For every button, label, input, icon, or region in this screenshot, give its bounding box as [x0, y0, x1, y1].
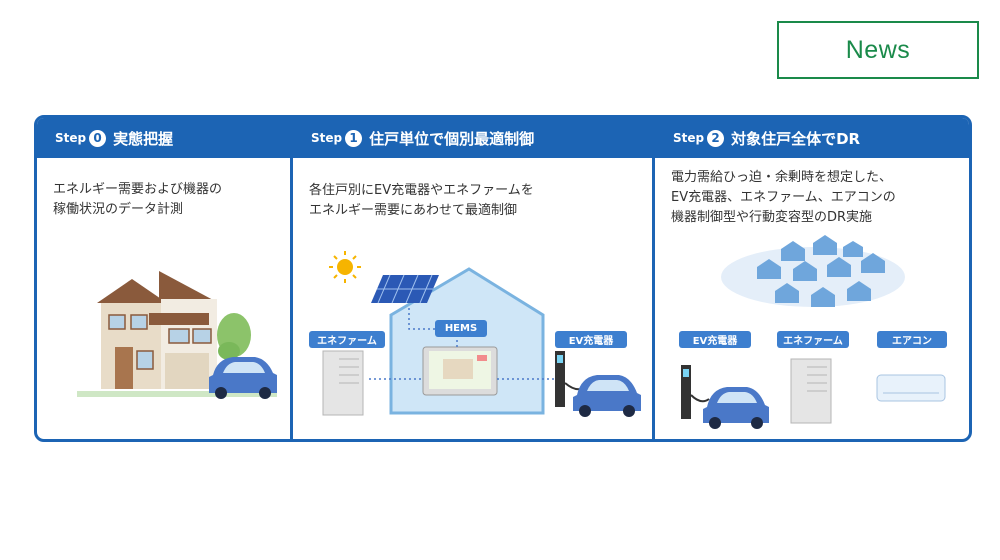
aircon-tag: エアコン — [877, 331, 947, 348]
hems-tag: HEMS — [435, 320, 487, 337]
enefarm-tag: エネファーム — [309, 331, 385, 348]
car-icon — [703, 387, 769, 429]
step-heading: 住戸単位で個別最適制御 — [369, 129, 535, 148]
step-heading: 実態把握 — [113, 129, 174, 148]
description-line: 各住戸別にEV充電器やエネファームを — [309, 183, 534, 198]
ev-charger-tag: EV充電器 — [679, 331, 751, 348]
hems-house-illustration — [322, 251, 641, 417]
steps-header-bar — [37, 118, 969, 158]
step-word: Step — [311, 131, 343, 145]
step-0-description: エネルギー需要および機器の 稼働状況のデータ計測 — [53, 180, 222, 220]
step-number-badge: 0 — [89, 129, 107, 147]
enefarm-tag: エネファーム — [777, 331, 849, 348]
house-icon — [97, 271, 217, 389]
dr-illustration — [681, 235, 946, 429]
description-line: 電力需給ひっ迫・余剰時を想定した、 — [671, 170, 893, 185]
step-0-title: Step 0 実態把握 — [55, 118, 173, 158]
dr-steps-diagram: Step 0 実態把握 エネルギー需要および機器の 稼働状況のデータ計測 — [34, 115, 972, 442]
step-word: Step — [55, 131, 87, 145]
step-1-panel: Step 1 住戸単位で個別最適制御 各住戸別にEV充電器やエネファームを エネ… — [290, 118, 652, 439]
description-line: エネルギー需要にあわせて最適制御 — [309, 203, 518, 218]
enefarm-unit-icon — [790, 358, 832, 424]
car-icon — [209, 357, 277, 399]
step-0-panel: Step 0 実態把握 エネルギー需要および機器の 稼働状況のデータ計測 — [37, 118, 290, 439]
air-conditioner-icon — [876, 374, 946, 402]
hems-monitor-icon — [422, 346, 498, 396]
step-number-badge: 2 — [707, 129, 725, 147]
step-2-description: 電力需給ひっ迫・余剰時を想定した、 EV充電器、エネファーム、エアコンの 機器制… — [671, 168, 896, 228]
detached-house-illustration — [77, 271, 277, 399]
solar-panel-icon — [371, 274, 439, 304]
sun-icon — [329, 251, 361, 283]
step-word: Step — [673, 131, 705, 145]
step-2-title: Step 2 対象住戸全体でDR — [673, 118, 860, 158]
description-line: EV充電器、エネファーム、エアコンの — [671, 190, 896, 205]
step-1-title: Step 1 住戸単位で個別最適制御 — [311, 118, 534, 158]
ev-charger-icon — [681, 365, 710, 419]
step-number-badge: 1 — [345, 129, 363, 147]
news-button[interactable]: News — [777, 21, 979, 79]
description-line: 機器制御型や行動変容型のDR実施 — [671, 210, 873, 225]
description-line: 稼働状況のデータ計測 — [53, 202, 184, 217]
step-2-panel: Step 2 対象住戸全体でDR 電力需給ひっ迫・余剰時を想定した、 EV充電器… — [652, 118, 969, 439]
car-icon — [573, 375, 641, 417]
description-line: エネルギー需要および機器の — [53, 182, 223, 197]
ev-charger-tag: EV充電器 — [555, 331, 627, 348]
houses-cluster-icon — [721, 235, 905, 307]
enefarm-unit-icon — [322, 350, 364, 416]
step-heading: 対象住戸全体でDR — [731, 129, 861, 148]
step-1-description: 各住戸別にEV充電器やエネファームを エネルギー需要にあわせて最適制御 — [309, 181, 534, 221]
